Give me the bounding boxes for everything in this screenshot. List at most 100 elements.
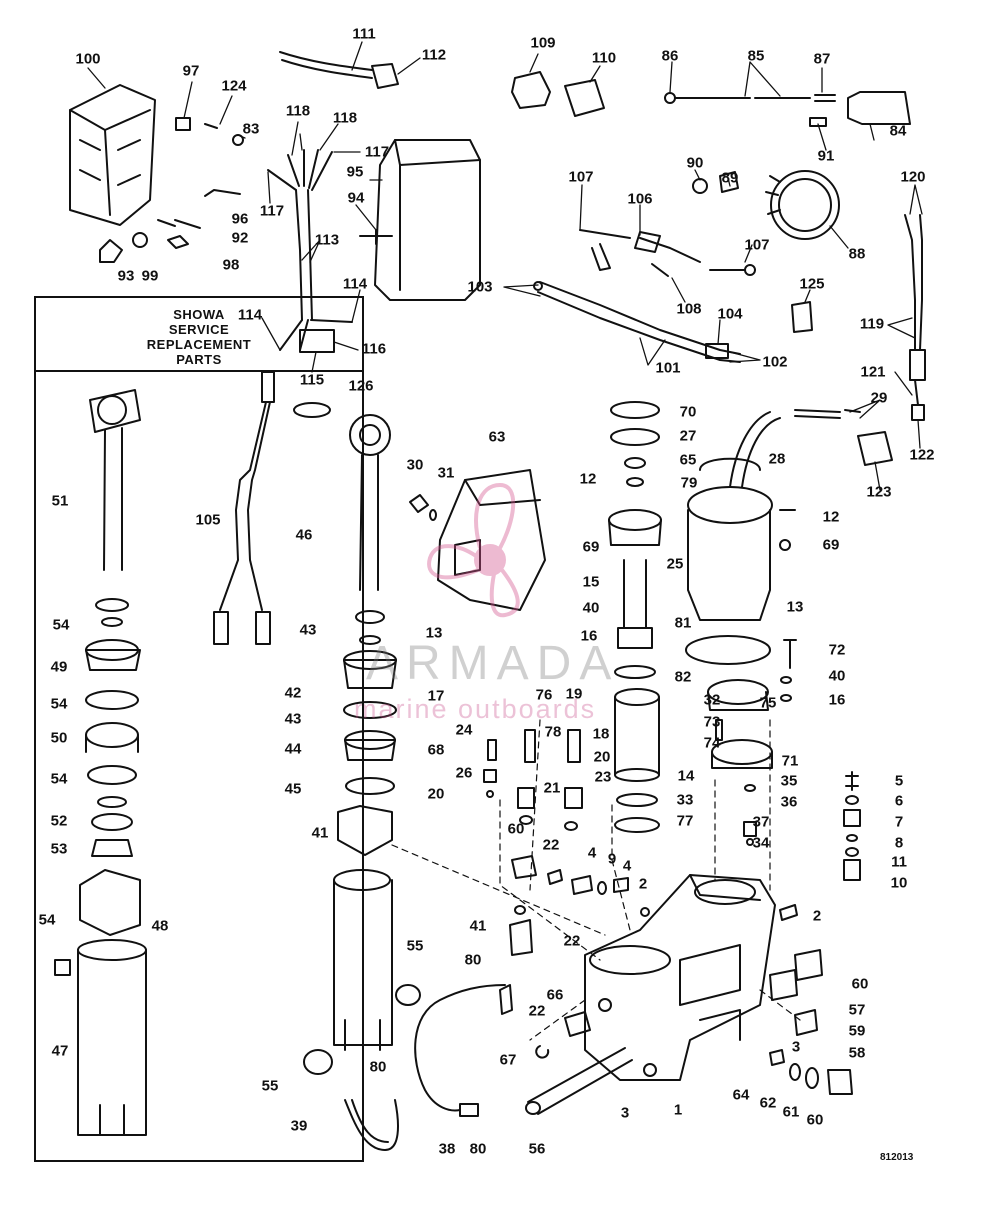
watermark-brand: ARMADA — [366, 637, 620, 690]
callout-label: 96 — [231, 210, 249, 228]
showa-panel-header: SHOWA SERVICE REPLACEMENT PARTS — [36, 298, 362, 372]
callout-label: 116 — [361, 340, 387, 358]
callout-label: 54 — [38, 911, 56, 929]
callout-label: 54 — [50, 770, 68, 788]
sensor-harness-101-108 — [533, 229, 756, 363]
callout-label: 14 — [677, 767, 695, 785]
callout-label: 33 — [676, 791, 694, 809]
callout-label: 98 — [222, 256, 240, 274]
callout-label: 89 — [721, 169, 739, 187]
callout-label: 79 — [680, 474, 698, 492]
callout-label: 88 — [848, 245, 866, 263]
callout-label: 120 — [900, 168, 926, 186]
showa-panel-title: SHOWA SERVICE REPLACEMENT PARTS — [36, 307, 362, 367]
callout-label: 87 — [813, 50, 831, 68]
callout-label: 124 — [221, 77, 247, 95]
callout-label: 10 — [890, 874, 908, 892]
callout-label: 113 — [314, 231, 340, 249]
callout-label: 6 — [894, 792, 904, 810]
callout-label: 72 — [828, 641, 846, 659]
callout-label: 80 — [464, 951, 482, 969]
showa-title-line: PARTS — [176, 352, 222, 367]
callout-label: 108 — [676, 300, 702, 318]
callout-label: 51 — [51, 492, 69, 510]
callout-label: 112 — [421, 46, 447, 64]
callout-label: 45 — [284, 780, 302, 798]
callout-label: 73 — [703, 713, 721, 731]
gauge-88 — [692, 170, 840, 240]
callout-label: 38 — [438, 1140, 456, 1158]
callout-label: 50 — [50, 729, 68, 747]
callout-label: 40 — [582, 599, 600, 617]
callout-label: 28 — [768, 450, 786, 468]
callout-label: 100 — [75, 50, 101, 68]
callout-label: 71 — [781, 752, 799, 770]
callout-label: 56 — [528, 1140, 546, 1158]
callout-label: 18 — [592, 725, 610, 743]
callout-label: 68 — [427, 741, 445, 759]
callout-label: 85 — [747, 47, 765, 65]
callout-label: 118 — [285, 102, 311, 120]
callout-label: 52 — [50, 812, 68, 830]
pump-body-1 — [584, 874, 776, 1081]
callout-label: 43 — [284, 710, 302, 728]
callout-label: 80 — [469, 1140, 487, 1158]
callout-label: 86 — [661, 47, 679, 65]
watermark-propeller-logo — [427, 482, 520, 618]
callout-label: 48 — [151, 917, 169, 935]
callout-label: 111 — [352, 25, 376, 43]
callout-label: 4 — [587, 844, 597, 862]
callout-label: 9 — [607, 850, 617, 868]
callout-label: 42 — [284, 684, 302, 702]
callout-label: 35 — [780, 772, 798, 790]
callout-label: 16 — [580, 627, 598, 645]
callout-label: 90 — [686, 154, 704, 172]
callout-label: 57 — [848, 1001, 866, 1019]
callout-label: 13 — [425, 624, 443, 642]
callout-label: 70 — [679, 403, 697, 421]
callout-label: 69 — [822, 536, 840, 554]
callout-label: 55 — [261, 1077, 279, 1095]
callout-label: 60 — [806, 1111, 824, 1129]
callout-label: 107 — [744, 236, 770, 254]
showa-service-panel: SHOWA SERVICE REPLACEMENT PARTS — [34, 296, 364, 1162]
callout-label: 105 — [195, 511, 221, 529]
callout-label: 110 — [591, 49, 617, 67]
callout-label: 80 — [369, 1058, 387, 1076]
callout-label: 31 — [437, 464, 455, 482]
callout-label: 29 — [870, 389, 888, 407]
callout-label: 118 — [332, 109, 358, 127]
showa-cylinder-parts — [54, 389, 147, 1136]
callout-label: 32 — [703, 691, 721, 709]
showa-title-line: SHOWA — [173, 307, 225, 322]
callout-label: 44 — [284, 740, 302, 758]
valve-parts-center — [483, 729, 650, 956]
callout-label: 7 — [894, 813, 904, 831]
callout-label: 93 — [117, 267, 135, 285]
callout-label: 97 — [182, 62, 200, 80]
callout-label: 77 — [676, 812, 694, 830]
callout-label: 119 — [859, 315, 885, 333]
callout-label: 49 — [50, 658, 68, 676]
callout-label: 123 — [866, 483, 892, 501]
harness-84-87 — [664, 91, 911, 127]
callout-label: 126 — [348, 377, 374, 395]
callout-label: 8 — [894, 834, 904, 852]
callout-label: 3 — [791, 1038, 801, 1056]
callout-leaders — [87, 41, 923, 491]
callout-label: 99 — [141, 267, 159, 285]
callout-label: 4 — [622, 857, 632, 875]
callout-label: 114 — [237, 306, 263, 324]
cable-105 — [213, 371, 275, 645]
callout-label: 83 — [242, 120, 260, 138]
callout-label: 46 — [295, 526, 313, 544]
callout-label: 65 — [679, 451, 697, 469]
callout-label: 30 — [406, 456, 424, 474]
trim-rod-46 — [333, 414, 397, 1051]
callout-label: 54 — [52, 616, 70, 634]
callout-label: 26 — [455, 764, 473, 782]
callout-label: 41 — [469, 917, 487, 935]
callout-label: 2 — [638, 875, 648, 893]
assembly-guide-lines — [391, 719, 801, 1041]
